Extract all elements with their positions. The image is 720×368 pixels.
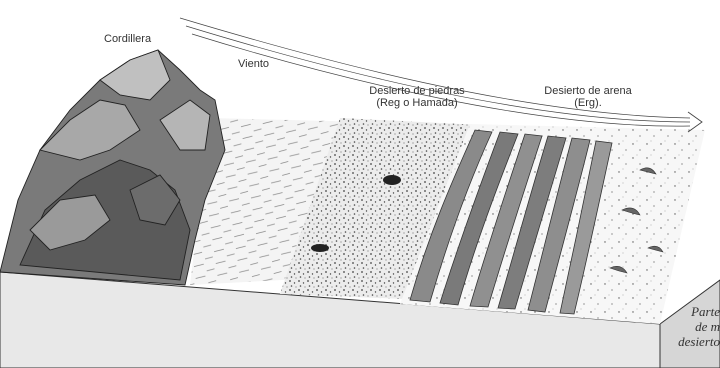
rock-outcrop bbox=[311, 244, 329, 252]
caption-line: Parte bbox=[660, 304, 720, 319]
label-desierto-arena-line2: (Erg). bbox=[528, 97, 648, 109]
label-cordillera: Cordillera bbox=[104, 33, 151, 45]
label-desierto-arena-line1: Desierto de arena bbox=[528, 85, 648, 97]
mountain-range bbox=[0, 50, 225, 285]
label-desierto-piedras-line1: Desierto de piedras bbox=[352, 85, 482, 97]
figure-caption: Parte de m desierto bbox=[660, 304, 720, 349]
label-viento: Viento bbox=[238, 58, 269, 70]
label-desierto-arena: Desierto de arena (Erg). bbox=[528, 85, 648, 109]
caption-line: desierto bbox=[660, 334, 720, 349]
label-desierto-piedras: Desierto de piedras (Reg o Hamada) bbox=[352, 85, 482, 109]
rock-outcrop bbox=[383, 175, 401, 185]
wind-arrow bbox=[180, 18, 702, 132]
label-desierto-piedras-line2: (Reg o Hamada) bbox=[352, 97, 482, 109]
caption-line: de m bbox=[660, 319, 720, 334]
